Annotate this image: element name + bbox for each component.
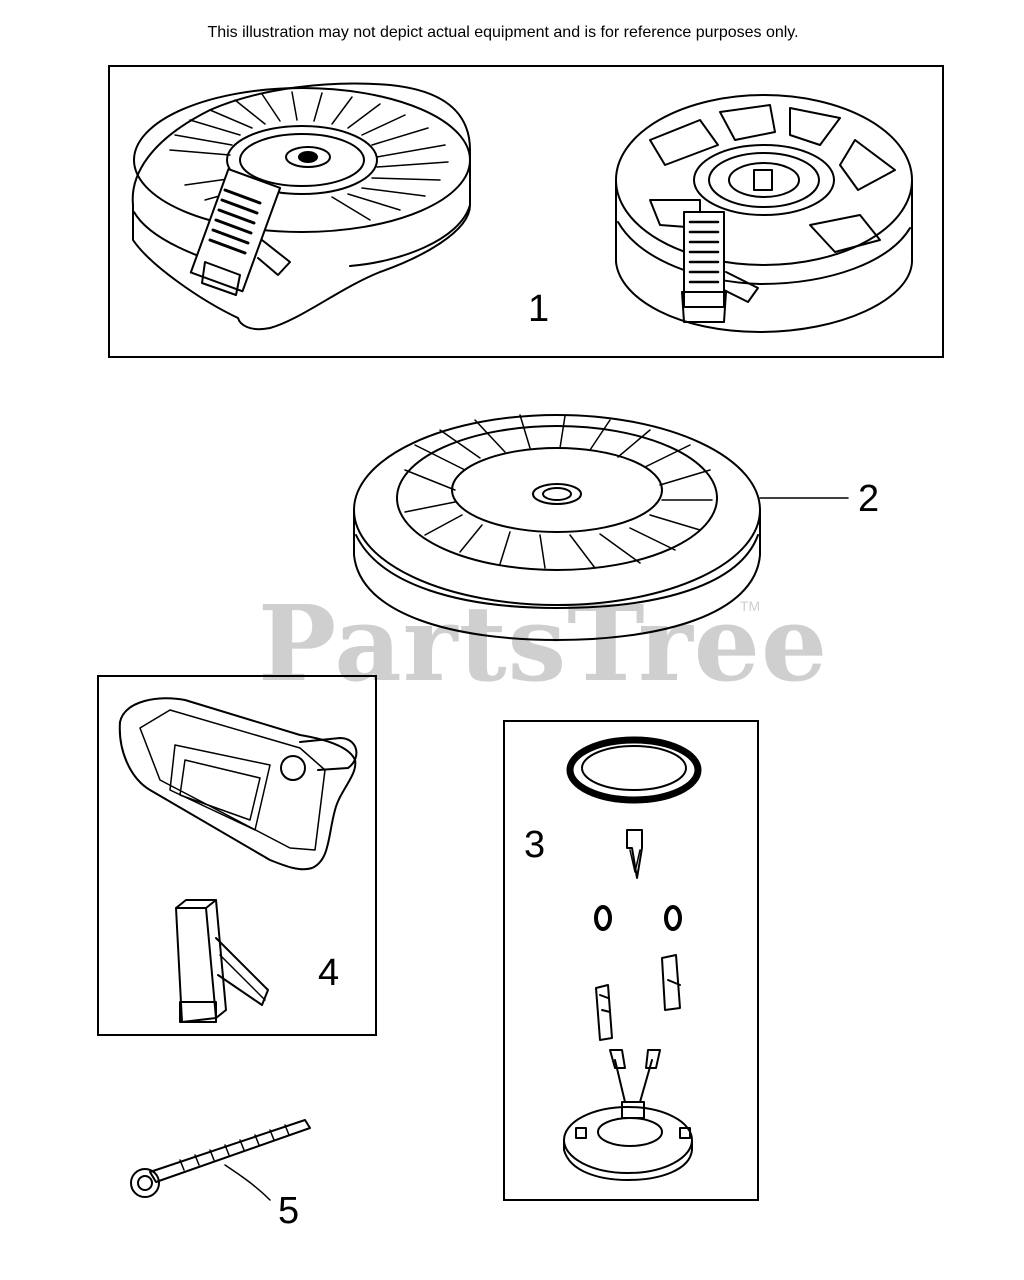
- watermark-trademark: TM: [740, 598, 761, 614]
- callout-4: 4: [318, 952, 340, 994]
- partstree-watermark: PartsTree: [258, 582, 829, 705]
- starter-handle: [118, 697, 358, 871]
- starter-pulley: [353, 414, 849, 641]
- callout-5: 5: [278, 1190, 300, 1232]
- screw: [130, 1119, 311, 1201]
- callout-3: 3: [524, 824, 546, 866]
- rope-guide: [175, 899, 269, 1023]
- callout-1: 1: [528, 288, 550, 330]
- starter-housing-right: [615, 94, 913, 333]
- part-1-frame: [108, 65, 944, 358]
- repair-kit: [563, 736, 702, 1181]
- disclaimer-text: This illustration may not depict actual …: [207, 24, 799, 41]
- starter-housing-left: [131, 82, 471, 331]
- part-3-frame: [503, 720, 759, 1201]
- part-4-frame: [97, 675, 377, 1036]
- callout-2: 2: [858, 478, 880, 520]
